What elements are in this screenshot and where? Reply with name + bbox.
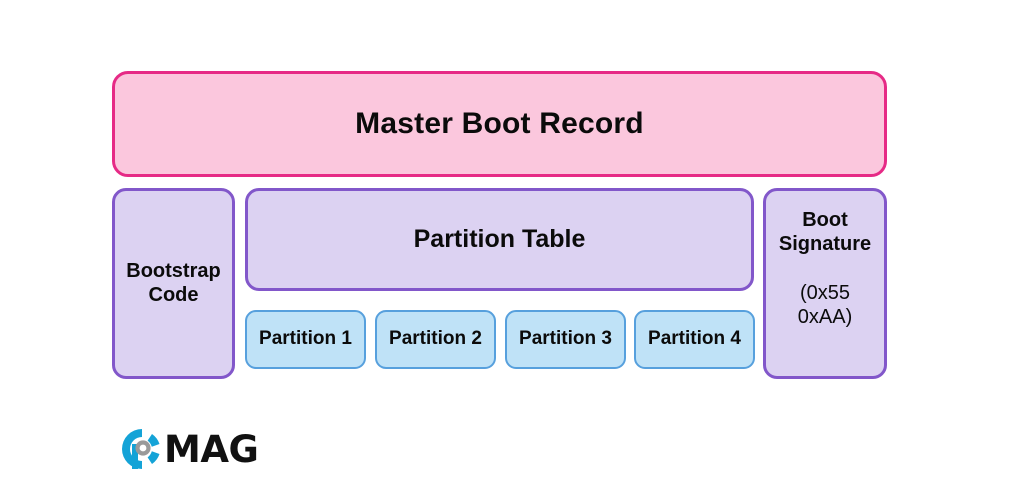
boot-signature-value: (0x55 0xAA) — [798, 282, 852, 329]
cmag-circle-logo-icon — [122, 429, 160, 469]
boot-signature-title-line2: Signature — [778, 232, 872, 255]
partition-entry-2-label: Partition 2 — [389, 328, 482, 350]
partition-entry-1-label: Partition 1 — [259, 328, 352, 350]
brand-wordmark: MAG — [164, 427, 259, 471]
partition-entry-4-label: Partition 4 — [648, 328, 741, 350]
partition-entry-3: Partition 3 — [505, 310, 626, 369]
master-boot-record-label: Master Boot Record — [355, 106, 644, 140]
boot-signature-title-line1: Boot — [802, 209, 848, 231]
bootstrap-code-label-line2: Code — [148, 283, 199, 306]
partition-entry-2: Partition 2 — [375, 310, 496, 369]
boot-signature-box: Boot Signature (0x55 0xAA) — [763, 188, 887, 379]
brand-logo: MAG — [118, 424, 259, 474]
bootstrap-code-box: Bootstrap Code — [112, 188, 235, 379]
partition-entry-1: Partition 1 — [245, 310, 366, 369]
partition-table-label: Partition Table — [413, 225, 586, 253]
partition-entry-3-label: Partition 3 — [519, 328, 612, 350]
partition-table-box: Partition Table — [245, 188, 754, 291]
boot-signature-title: Boot Signature — [779, 209, 871, 256]
partition-entry-4: Partition 4 — [634, 310, 755, 369]
master-boot-record-box: Master Boot Record — [112, 71, 887, 177]
boot-signature-value-line1: (0x55 — [799, 282, 851, 305]
boot-signature-value-line2: 0xAA) — [797, 305, 853, 328]
bootstrap-code-label-line1: Bootstrap — [126, 260, 221, 283]
